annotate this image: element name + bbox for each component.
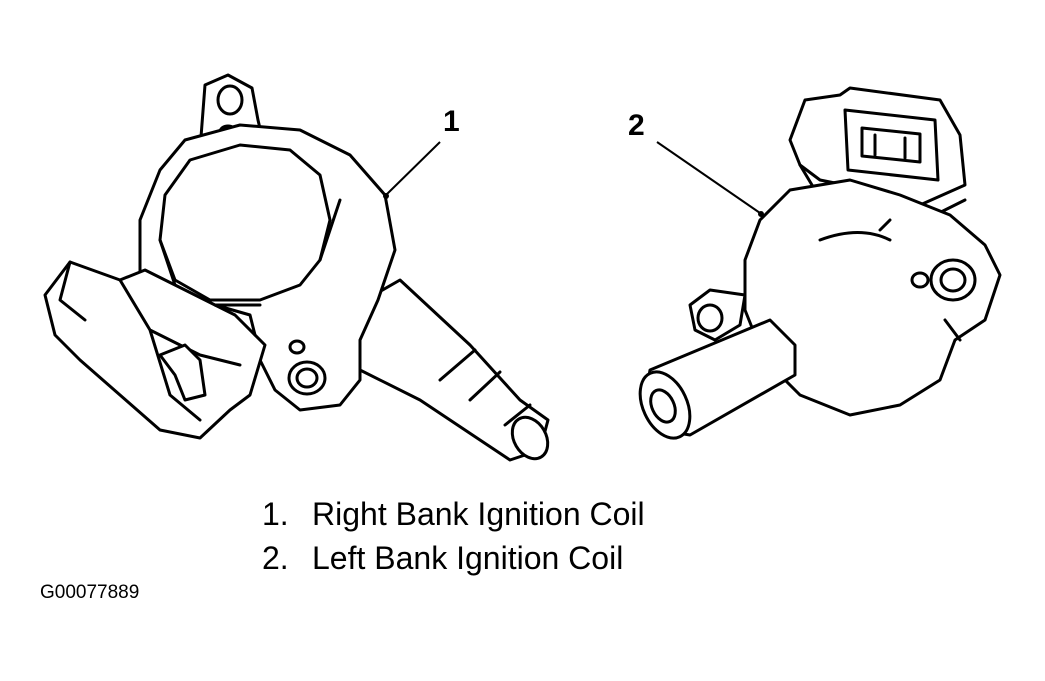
callout-1-leader-dot	[383, 193, 389, 199]
legend-number: 2.	[262, 540, 289, 576]
callout-2-leader-dot	[758, 211, 764, 217]
right-bank-ignition-coil-drawing	[43, 73, 550, 462]
legend-number: 1.	[262, 496, 289, 532]
left-bank-ignition-coil-drawing	[638, 86, 1002, 440]
legend-label: Right Bank Ignition Coil	[312, 496, 645, 532]
legend-item-2: 2. Left Bank Ignition Coil	[262, 536, 645, 580]
callout-number-2: 2	[628, 109, 645, 142]
legend-label: Left Bank Ignition Coil	[312, 540, 624, 576]
callout-number-1: 1	[443, 105, 460, 138]
legend-item-1: 1. Right Bank Ignition Coil	[262, 492, 645, 536]
figure-id: G00077889	[40, 582, 140, 603]
callout-1-leader	[385, 141, 441, 196]
legend: 1. Right Bank Ignition Coil 2. Left Bank I…	[262, 492, 645, 580]
callout-2-leader	[656, 141, 761, 214]
